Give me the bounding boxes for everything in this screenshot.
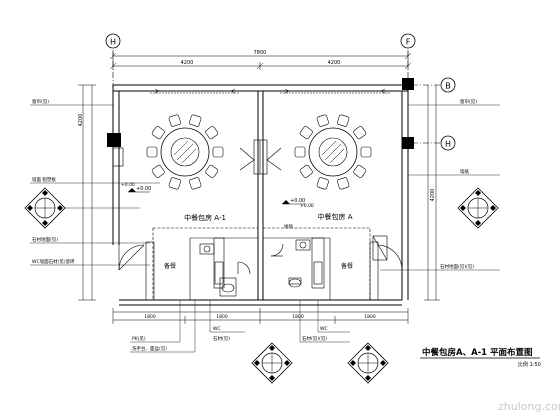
svg-text:+0.00: +0.00 (290, 198, 305, 204)
dimension-top (109, 52, 412, 70)
room-label-left: 中餐包房 A-1 (184, 213, 226, 222)
note-left-2: 墙面 铝塑板 (32, 176, 56, 183)
note-left-1: 窗帘(见) (32, 98, 49, 105)
room-label-right: 中餐包房 A (317, 212, 352, 221)
chair (353, 164, 367, 178)
dimension-right (424, 85, 440, 301)
level-marker-right: +0.00 (282, 198, 305, 205)
hatch-line (321, 140, 337, 156)
washroom-area (152, 227, 371, 301)
dim-bottom-2: 1800 (216, 314, 228, 320)
curtain-top-right (280, 88, 390, 94)
svg-text:+0.00: +0.00 (136, 186, 151, 192)
drawing-title: 中餐包房A、A-1 平面布置图 (422, 347, 533, 358)
chair (205, 164, 219, 178)
column-top-right (402, 78, 414, 90)
lazy-susan (170, 137, 200, 167)
note-left-5: 石材地面(见) (32, 236, 58, 243)
note-right-2: 墙纸 (460, 168, 469, 175)
chair (316, 177, 329, 190)
chair (168, 177, 181, 190)
grid-axis-right-upper: B (412, 77, 456, 93)
chair (151, 126, 165, 140)
chair (146, 146, 158, 158)
chair (299, 126, 313, 140)
outer-walls (112, 84, 409, 306)
note-bottom-5: 石材(见)(见) (302, 335, 327, 342)
elevation-index-right (457, 187, 499, 229)
dim-left-height: 4200 (78, 114, 84, 127)
watermark-text: zhulong.com (498, 400, 560, 413)
chair (294, 146, 306, 158)
left-annotations (30, 104, 160, 266)
dim-overall: 7800 (254, 50, 267, 56)
svg-text:H: H (445, 140, 451, 149)
prep-label-left: 备餐 (164, 262, 176, 270)
curtain-top-left (150, 88, 240, 94)
dimension-bottom (112, 308, 409, 324)
chair (189, 177, 202, 190)
chair (205, 126, 219, 140)
door-left (118, 241, 155, 301)
dim-right-height: 4200 (430, 189, 436, 202)
hatch-line (176, 143, 194, 161)
dimension-left (78, 84, 96, 301)
dim-bottom-4: 1800 (364, 314, 376, 320)
chair (353, 126, 367, 140)
elevation-index-bottom-right (347, 342, 389, 384)
note-bottom-2: 洗手台、面盆(见) (132, 345, 167, 352)
chair (299, 164, 313, 178)
right-annotations (380, 104, 500, 271)
note-left-6: WC墙面石材(见)瓷砖 (32, 258, 75, 265)
chair (189, 114, 202, 127)
lazy-susan (318, 137, 348, 167)
drawing-scale: 比例 1:50 (518, 361, 541, 368)
bottom-annotations (130, 300, 350, 353)
note-left-3: +0.00 (121, 182, 135, 188)
column-left (107, 133, 121, 147)
door-right (369, 235, 403, 301)
glass-partition (239, 139, 282, 175)
chair (168, 114, 181, 127)
prep-label-right: 备餐 (341, 262, 353, 270)
note-right-3: +0.00 (300, 203, 314, 209)
dining-table-left (146, 114, 224, 190)
chair (151, 164, 165, 178)
elevation-index-bottom-left (251, 342, 293, 384)
elevation-index-left (24, 187, 66, 229)
dim-bottom-1: 1800 (144, 314, 156, 320)
note-right-1: 窗帘(见) (460, 98, 477, 105)
chair (316, 114, 329, 127)
svg-text:B: B (445, 82, 451, 91)
svg-text:H: H (110, 38, 116, 47)
hatch-line (329, 148, 345, 164)
column-right (402, 137, 414, 149)
dim-right-span: 4200 (328, 60, 341, 66)
note-right-5: 石材地面(见)(见) (440, 263, 474, 270)
note-bottom-4: 石材(见) (213, 335, 230, 342)
hatch-line (173, 140, 189, 156)
chair (360, 146, 372, 158)
note-bottom-1: PK(见) (132, 336, 146, 342)
grid-axis-right-lower: H (412, 135, 456, 151)
note-bottom-3: WC (213, 326, 221, 332)
dim-left-span: 4200 (181, 60, 194, 66)
cabinet-left (112, 147, 124, 167)
chair (337, 177, 350, 190)
chair (337, 114, 350, 127)
dining-table-right (294, 114, 372, 190)
note-right-4: 地毯 (284, 223, 293, 230)
chair (212, 146, 224, 158)
hatch-line (181, 148, 197, 164)
hatch-line (324, 143, 342, 161)
note-bottom-6: WC (320, 326, 328, 332)
svg-text:F: F (406, 38, 411, 47)
level-marker-left: +0.00 (128, 186, 151, 193)
dim-bottom-3: 1800 (292, 314, 304, 320)
